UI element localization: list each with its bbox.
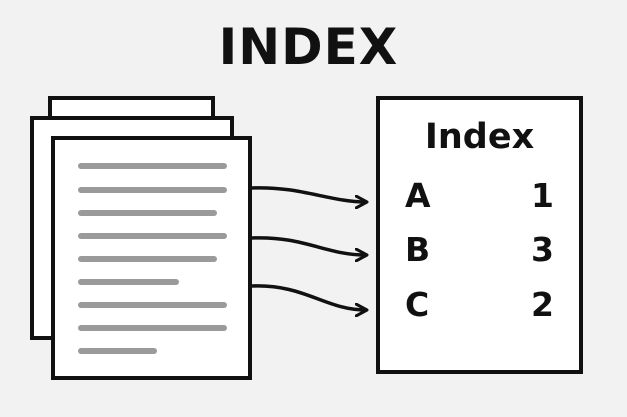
index-entry: B 3 xyxy=(378,230,581,274)
arrow-a xyxy=(250,186,366,202)
diagram-title: INDEX xyxy=(218,18,399,76)
page-text-lines xyxy=(78,163,227,354)
index-entry: C 2 xyxy=(378,285,581,329)
arrow-c xyxy=(250,284,366,310)
arrow-b xyxy=(250,236,366,255)
index-term: B xyxy=(405,230,431,269)
index-entry: A 1 xyxy=(378,176,581,220)
index-box xyxy=(376,96,583,374)
index-term: C xyxy=(405,285,430,324)
index-page-number: 3 xyxy=(531,230,554,269)
index-page-number: 2 xyxy=(531,285,554,324)
index-heading: Index xyxy=(424,117,535,157)
index-term: A xyxy=(405,176,431,215)
index-page-number: 1 xyxy=(531,176,554,215)
arrows xyxy=(250,186,366,310)
